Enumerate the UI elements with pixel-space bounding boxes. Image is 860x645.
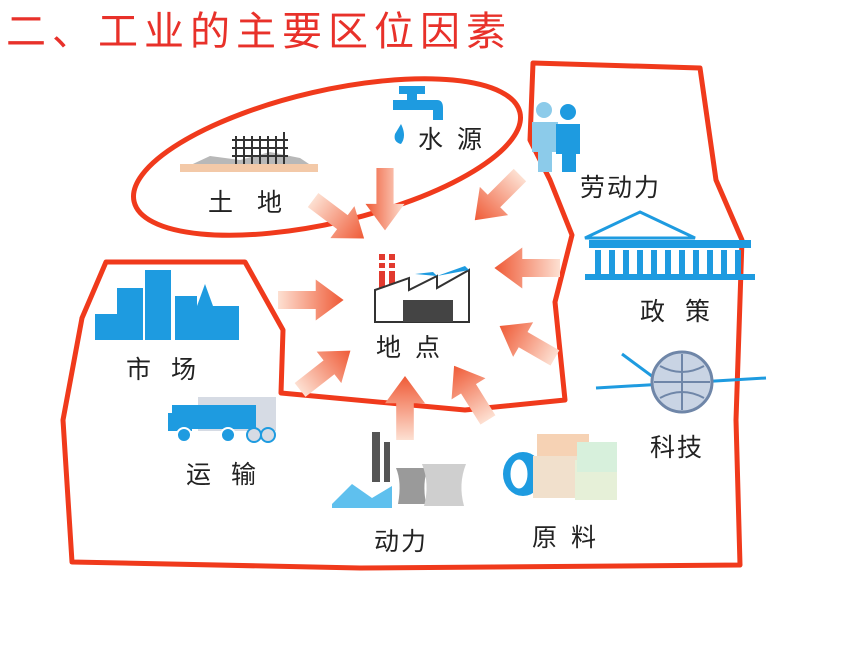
label-material: 原料 [532,523,611,552]
main-outline [60,60,745,571]
power-plant-icon [332,432,466,508]
truck-icon [168,397,276,443]
page-title: 二、工业的主要区位因素 [6,9,512,55]
arrow-from-land [300,184,377,255]
raw-material-icon [503,434,617,500]
satellite-icon [595,350,767,414]
land-water-outline [131,76,523,238]
label-power: 动力 [374,527,429,556]
city-icon [95,270,239,340]
water-tap-icon [393,86,443,144]
arrow-from-tech [489,308,565,376]
label-land: 土地 [208,188,307,217]
arrow-from-policy [494,247,560,289]
arrow-from-water [365,168,405,231]
label-water: 水源 [418,125,497,154]
label-market: 市场 [126,355,217,384]
label-transport: 运输 [186,460,277,489]
land-icon [180,132,318,172]
label-tech: 科技 [650,433,705,462]
label-labor: 劳动力 [580,173,662,202]
people-icon [532,102,580,172]
factory-icon [374,254,470,323]
label-policy: 政策 [640,297,731,326]
center-label: 地点 [376,333,455,362]
government-building-icon [584,210,755,280]
arrow-from-market [278,279,344,321]
arrow-from-material [437,355,505,431]
